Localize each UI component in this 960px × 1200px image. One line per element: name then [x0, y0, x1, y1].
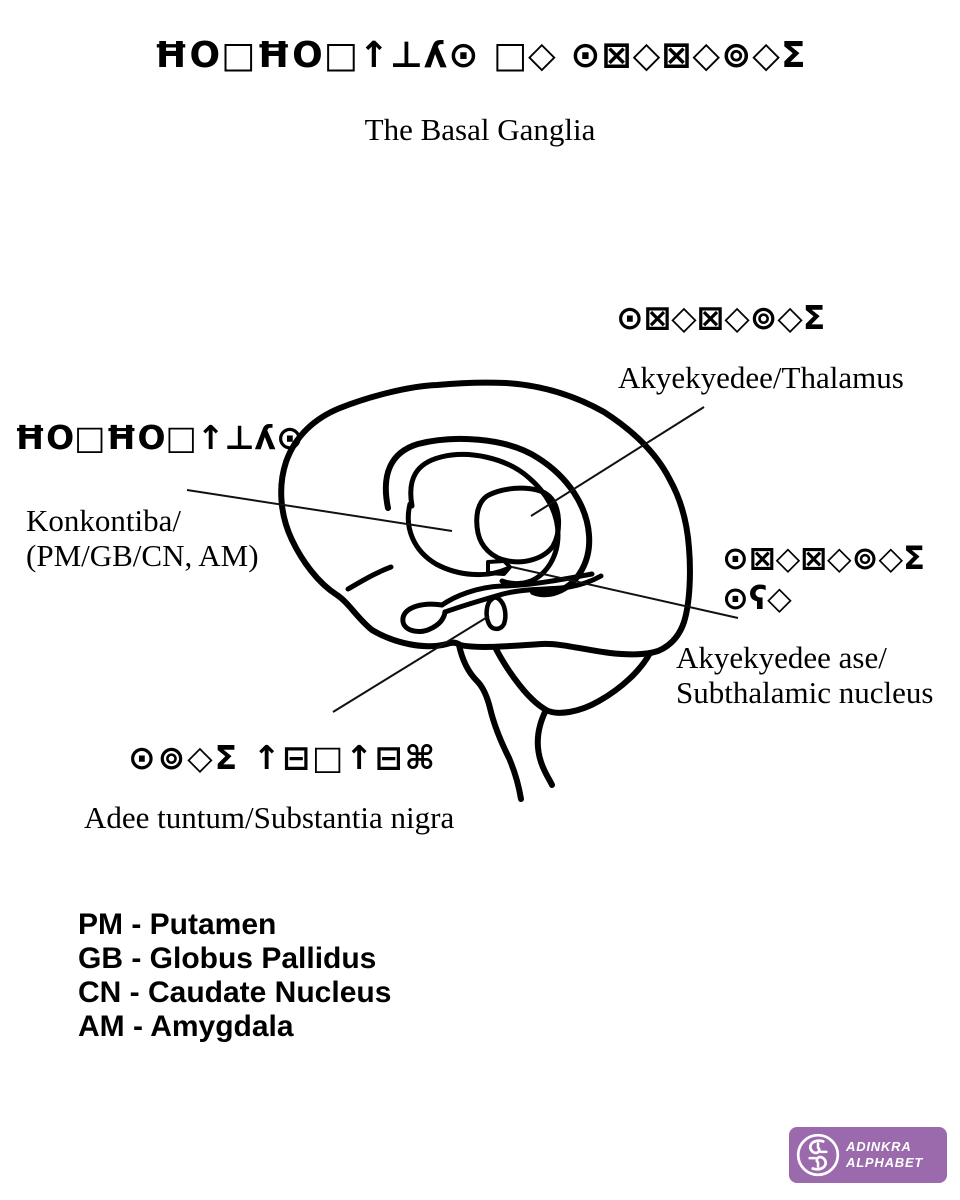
konkontiba-label-line2: (PM/GB/CN, AM): [26, 538, 259, 573]
gye-nyame-icon: [796, 1133, 840, 1177]
subthalamic-glyphs-line1: ⊙⊠◇⊠◇⊚◇Σ: [722, 539, 925, 577]
abbreviation-legend: PM - Putamen GB - Globus Pallidus CN - C…: [78, 908, 391, 1044]
legend-item-am: AM - Amygdala: [78, 1010, 294, 1043]
substantia-nigra-shape: [484, 595, 508, 632]
logo-line1: ADINKRA: [846, 1139, 912, 1154]
subthalamic-nucleus-shape: [486, 559, 512, 576]
logo-line2: ALPHABET: [846, 1155, 924, 1170]
subthalamic-glyphs: ⊙⊠◇⊠◇⊚◇Σ ⊙ʕ◇: [722, 538, 925, 618]
leader-line-subthalamic: [511, 566, 739, 619]
logo-wordmark: ADINKRA ALPHABET: [846, 1139, 923, 1171]
corpus-callosum-outer: [382, 435, 593, 598]
konkontiba-label: Konkontiba/ (PM/GB/CN, AM): [26, 503, 259, 573]
thalamus-glyphs: ⊙⊠◇⊠◇⊚◇Σ: [616, 298, 826, 337]
subthalamic-label-line2: Subthalamic nucleus: [676, 675, 934, 710]
cerebellum-outline: [543, 650, 653, 716]
konkontiba-glyphs: ĦO□ĦO□↑⊥ʎ⊙: [14, 418, 304, 457]
legend-item-cn: CN - Caudate Nucleus: [78, 976, 392, 1009]
legend-item-pm: PM - Putamen: [78, 908, 277, 941]
legend-item-gb: GB - Globus Pallidus: [78, 942, 377, 975]
lateral-fissure-line: [345, 564, 394, 592]
substantia-nigra-glyphs: ⊙⊚◇Σ ↑⊟□↑⊟⌘: [128, 738, 438, 777]
leader-line-konkontiba: [186, 489, 453, 532]
subthalamic-glyphs-line2: ⊙ʕ◇: [722, 579, 792, 617]
pons-line: [493, 646, 549, 713]
subthalamic-label-line1: Akyekyedee ase/: [676, 640, 887, 675]
page-title: The Basal Ganglia: [364, 112, 596, 147]
adinkra-logo: ADINKRA ALPHABET: [789, 1127, 947, 1183]
leader-line-thalamus: [530, 406, 705, 517]
subthalamic-label: Akyekyedee ase/ Subthalamic nucleus: [676, 640, 933, 710]
konkontiba-label-line1: Konkontiba/: [26, 503, 181, 538]
thalamus-label: Akyekyedee/Thalamus: [618, 360, 904, 395]
brain-outline: [278, 379, 693, 658]
brainstem-right-line: [534, 707, 555, 788]
thalamus-outline: [474, 485, 561, 565]
leader-line-substantia-nigra: [332, 615, 490, 713]
putamen-outline: [405, 501, 510, 578]
title-glyphs: ĦO□ĦO□↑⊥ʎ⊙ □◇ ⊙⊠◇⊠◇⊚◇Σ: [153, 35, 807, 76]
brainstem-left-line: [456, 642, 524, 802]
hippocampus-hook: [400, 601, 448, 634]
substantia-nigra-label: Adee tuntum/Substantia nigra: [84, 800, 455, 835]
